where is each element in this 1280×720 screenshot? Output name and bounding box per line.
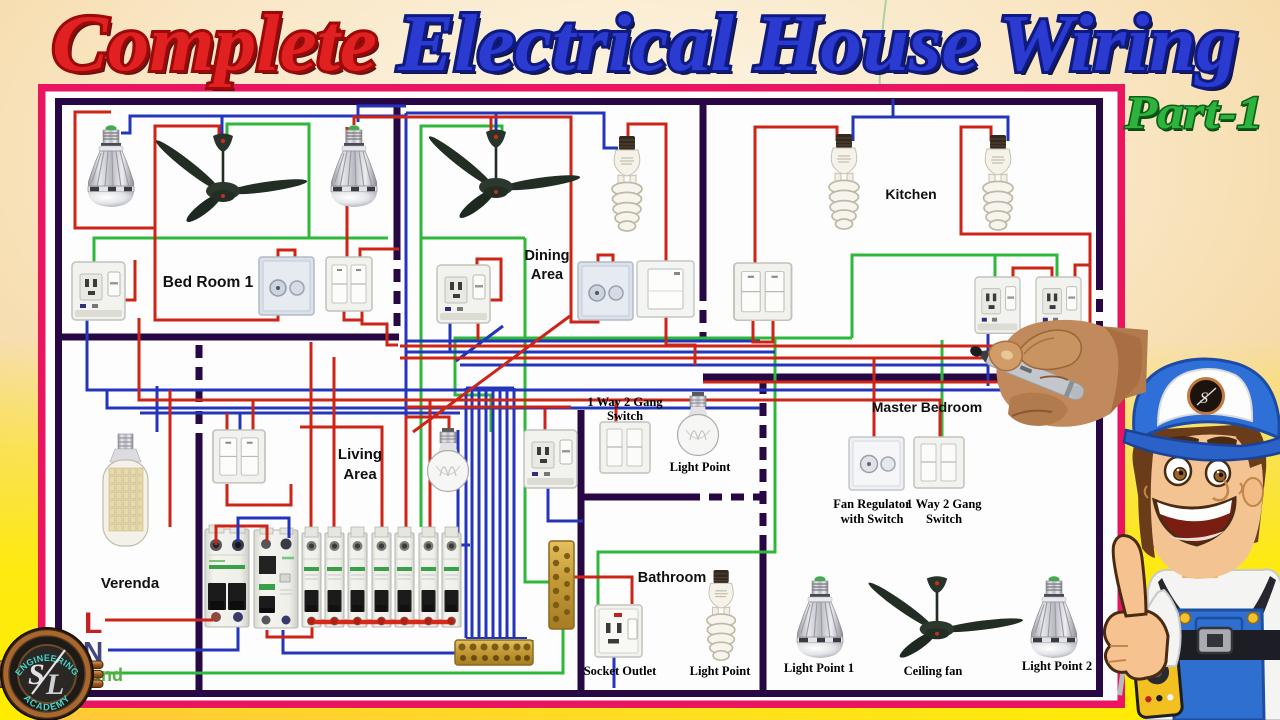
svg-text:Master Bedroom: Master Bedroom — [872, 399, 982, 415]
svg-text:Light Point: Light Point — [690, 664, 752, 678]
svg-text:Verenda: Verenda — [101, 575, 160, 592]
svg-text:Living: Living — [338, 446, 382, 463]
svg-text:Area: Area — [531, 267, 564, 283]
svg-text:Electrical House Wiring: Electrical House Wiring — [401, 4, 1242, 92]
svg-text:Light Point 1: Light Point 1 — [784, 661, 854, 675]
svg-text:Switch: Switch — [926, 512, 962, 526]
svg-text:Complete: Complete — [52, 0, 377, 88]
svg-text:Kitchen: Kitchen — [885, 186, 936, 202]
svg-text:Part-1: Part-1 — [1124, 87, 1263, 139]
svg-text:Switch: Switch — [607, 409, 643, 423]
svg-text:Bathroom: Bathroom — [638, 570, 706, 586]
svg-text:Socket Outlet: Socket Outlet — [584, 664, 657, 678]
svg-text:Complete: Complete — [56, 4, 381, 92]
svg-text:1 Way 2 Gang: 1 Way 2 Gang — [587, 395, 663, 409]
svg-text:Light Point: Light Point — [670, 460, 732, 474]
svg-text:1 Way 2 Gang: 1 Way 2 Gang — [906, 497, 982, 511]
svg-text:Fan Regulator: Fan Regulator — [833, 497, 911, 511]
svg-text:Ceiling fan: Ceiling fan — [904, 664, 963, 678]
svg-text:with Switch: with Switch — [841, 512, 904, 526]
svg-text:Dining: Dining — [524, 248, 569, 264]
svg-text:Light Point 2: Light Point 2 — [1022, 659, 1092, 673]
svg-text:Electrical House Wiring: Electrical House Wiring — [397, 0, 1238, 88]
svg-text:Area: Area — [343, 466, 377, 483]
svg-text:L: L — [84, 607, 102, 640]
svg-text:S: S — [28, 658, 45, 691]
svg-text:Bed Room 1: Bed Room 1 — [163, 274, 254, 291]
svg-text:L: L — [45, 668, 64, 701]
svg-text:Part-1: Part-1 — [1127, 90, 1262, 142]
